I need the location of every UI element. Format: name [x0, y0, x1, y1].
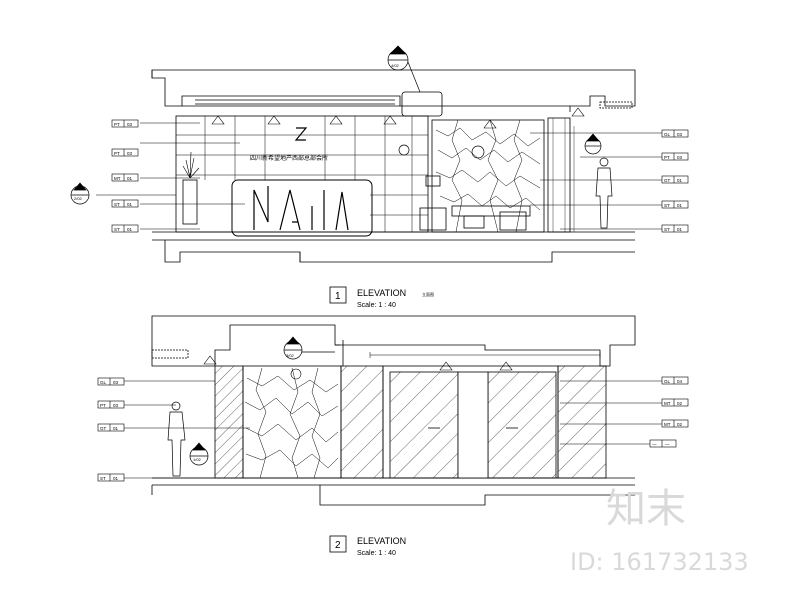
- section-marker-left-1: [70, 182, 90, 205]
- tag-code: PT: [100, 403, 106, 408]
- tag-code: ST: [664, 227, 670, 232]
- elevation-scale: Scale: 1 : 40: [357, 550, 396, 557]
- tag-code: GT: [100, 426, 107, 431]
- material-tags-right-2: GL 04 MT 02 MT 02 — —: [649, 376, 689, 448]
- tag-code: PT: [114, 122, 120, 127]
- material-tag: GL 03: [661, 129, 689, 138]
- elevation-title-suffix: 立面图: [422, 291, 434, 297]
- elevation-1: [70, 45, 662, 263]
- material-tag: ST 01: [97, 473, 125, 482]
- tag-code: MT: [664, 422, 671, 427]
- tag-number: 02: [677, 422, 683, 427]
- elevation-title: ELEVATION: [357, 288, 406, 298]
- material-tag: PT 03: [661, 152, 689, 161]
- material-tag: ST 01: [661, 200, 689, 209]
- tag-number: 03: [113, 403, 119, 408]
- tag-number: 04: [677, 379, 683, 384]
- section-marker-1: [387, 45, 421, 93]
- section-marker-2: [283, 336, 335, 360]
- material-tags-left-1: PT 03 PT 03 MT 01 ST 01 ST 01: [111, 119, 139, 233]
- tag-code: PT: [664, 155, 670, 160]
- signage-text: 四川新希望地产西部总部会所: [250, 154, 328, 162]
- tag-code: MT: [664, 401, 671, 406]
- tag-code: GL: [664, 132, 671, 137]
- material-tag: ST 01: [111, 224, 139, 233]
- tag-code: GL: [664, 379, 671, 384]
- tag-number: 03: [677, 155, 683, 160]
- watermark-logo: 知末: [606, 486, 686, 532]
- tag-code: —: [652, 442, 657, 447]
- elevation-number: 1: [335, 291, 341, 302]
- person-figure-1: [595, 157, 613, 229]
- tag-code: ST: [114, 202, 120, 207]
- tag-number: 02: [677, 401, 683, 406]
- elevation-1-title-block: 1 ELEVATION 立面图 Scale: 1 : 40: [329, 286, 434, 309]
- material-tags-right-1: GL 03 PT 03 GT 01 ST 01 ST 01: [661, 129, 689, 233]
- material-tag: PT 03: [111, 119, 139, 128]
- material-tag: GT 01: [97, 423, 125, 432]
- tag-number: 03: [113, 380, 119, 385]
- tag-number: —: [665, 442, 670, 447]
- elevation-number: 2: [335, 540, 341, 551]
- watermark-id: ID: 161732133: [570, 548, 749, 576]
- tag-number: 01: [127, 227, 133, 232]
- tag-number: 01: [113, 476, 119, 481]
- material-tag: — —: [649, 439, 677, 448]
- tag-code: ST: [100, 476, 106, 481]
- material-tag: PT 03: [97, 400, 125, 409]
- tag-code: GT: [664, 178, 671, 183]
- section-marker-label: 2/02: [74, 196, 83, 201]
- tag-number: 03: [677, 132, 683, 137]
- tag-code: ST: [664, 203, 670, 208]
- material-tag: PT 03: [111, 148, 139, 157]
- material-tag: GL 03: [97, 377, 125, 386]
- watermark: 知末 ID: 161732133: [570, 486, 749, 576]
- section-marker-label: 3/02: [286, 353, 295, 358]
- elevation-2: [124, 315, 662, 506]
- person-figure-2: [167, 401, 186, 477]
- material-tag: GL 04: [661, 376, 689, 385]
- tag-code: PT: [114, 151, 120, 156]
- tag-number: 01: [127, 176, 133, 181]
- tag-number: 01: [127, 202, 133, 207]
- tag-code: MT: [114, 176, 121, 181]
- tag-code: GL: [100, 380, 107, 385]
- section-marker-label: 1/02: [193, 457, 202, 462]
- elevation-title: ELEVATION: [357, 536, 406, 546]
- material-tag: MT 01: [111, 173, 139, 182]
- section-marker-left-2: [189, 442, 209, 466]
- material-tag: ST 01: [661, 224, 689, 233]
- tag-number: 01: [677, 178, 683, 183]
- material-tag: MT 02: [661, 419, 689, 428]
- tag-number: 01: [113, 426, 119, 431]
- material-tag: ST 01: [111, 199, 139, 208]
- tag-number: 03: [127, 122, 133, 127]
- material-tags-left-2: GL 03 PT 03 GT 01 ST 01: [97, 377, 125, 482]
- elevation-scale: Scale: 1 : 40: [357, 302, 396, 309]
- tag-number: 01: [677, 203, 683, 208]
- tag-number: 01: [677, 227, 683, 232]
- section-marker-label: 4/02: [391, 63, 400, 68]
- tag-number: 03: [127, 151, 133, 156]
- material-tag: MT 02: [661, 398, 689, 407]
- material-tag: GT 01: [661, 175, 689, 184]
- tag-code: ST: [114, 227, 120, 232]
- elevation-2-title-block: 2 ELEVATION Scale: 1 : 40: [329, 535, 406, 557]
